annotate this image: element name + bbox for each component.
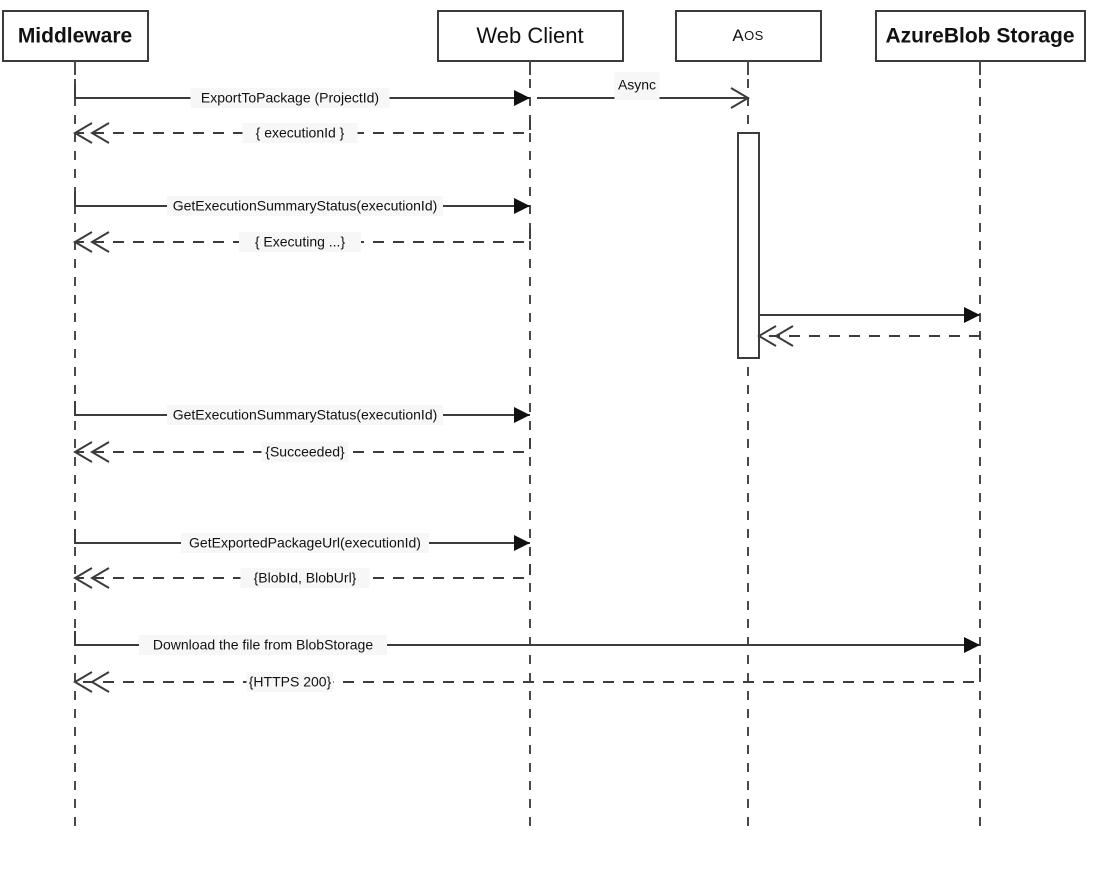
message-label: Download the file from BlobStorage — [153, 637, 373, 653]
message-label: { Executing ...} — [255, 234, 346, 250]
arrowhead-open — [73, 231, 93, 253]
arrowhead-filled — [514, 198, 530, 214]
message-label-background — [167, 405, 443, 425]
participant-label-blob: AzureBlob Storage — [885, 25, 1074, 48]
message-label-background — [261, 442, 349, 462]
arrowhead-open — [73, 441, 93, 463]
participant-boxes-layer: Middleware Web Client AOS AzureBlob Storage — [2, 10, 1086, 75]
arrowhead-open — [730, 87, 750, 109]
message-m5-return[interactable]: { Executing ...} — [73, 228, 531, 253]
participant-label-middleware: Middleware — [18, 25, 132, 48]
participant-label-webclient: Web Client — [476, 23, 583, 48]
message-label-background — [246, 672, 334, 692]
message-m1-call[interactable]: ExportToPackage (ProjectId) — [74, 84, 530, 108]
message-m13-return[interactable]: {HTTPS 200} — [73, 668, 981, 693]
message-line — [74, 631, 980, 646]
message-label-background — [614, 72, 660, 100]
message-label-background — [139, 635, 387, 655]
participant-box-webclient[interactable]: Web Client — [437, 10, 624, 75]
participant-box-blob[interactable]: AzureBlob Storage — [875, 10, 1086, 75]
participant-label-aos: AOS — [732, 26, 763, 45]
message-label-background — [181, 533, 429, 553]
arrowhead-filled — [964, 637, 980, 653]
arrowhead-open-second — [90, 122, 110, 144]
message-label: { executionId } — [256, 125, 345, 141]
message-m7-return[interactable] — [757, 325, 980, 347]
message-label-background — [239, 232, 361, 252]
arrowhead-open-second — [90, 441, 110, 463]
message-m3-return[interactable]: { executionId } — [73, 119, 531, 144]
activations-layer — [737, 132, 760, 359]
arrowhead-filled — [514, 90, 530, 106]
message-label: ExportToPackage (ProjectId) — [201, 90, 379, 106]
arrowhead-open — [73, 671, 93, 693]
message-label: {Succeeded} — [265, 444, 345, 460]
arrowhead-filled — [964, 307, 980, 323]
message-m9-return[interactable]: {Succeeded} — [73, 438, 531, 463]
message-m11-return[interactable]: {BlobId, BlobUrl} — [73, 564, 531, 589]
message-label-background — [190, 88, 390, 108]
message-m8-call[interactable]: GetExecutionSummaryStatus(executionId) — [74, 401, 530, 425]
message-line — [75, 668, 981, 683]
messages-layer: ExportToPackage (ProjectId) Async { execut… — [73, 72, 981, 693]
arrowhead-open — [73, 122, 93, 144]
arrowhead-open — [757, 325, 777, 347]
arrowhead-open — [73, 567, 93, 589]
participant-box-middleware[interactable]: Middleware — [2, 10, 149, 75]
message-m2-call[interactable]: Async — [537, 72, 750, 109]
message-label: {HTTPS 200} — [249, 674, 332, 690]
arrowhead-open-second — [90, 567, 110, 589]
arrowhead-filled — [514, 535, 530, 551]
arrowhead-open-second — [90, 671, 110, 693]
message-label: GetExportedPackageUrl(executionId) — [189, 535, 421, 551]
message-label-background — [167, 196, 443, 216]
message-m10-call[interactable]: GetExportedPackageUrl(executionId) — [74, 529, 530, 553]
message-m12-call[interactable]: Download the file from BlobStorage — [74, 631, 980, 655]
message-label-background — [240, 568, 370, 588]
message-label: GetExecutionSummaryStatus(executionId) — [173, 198, 438, 214]
message-m6-call[interactable] — [759, 307, 980, 323]
message-label: {BlobId, BlobUrl} — [254, 570, 357, 586]
message-label: Async — [618, 77, 656, 93]
participant-box-aos[interactable]: AOS — [675, 10, 822, 75]
message-m4-call[interactable]: GetExecutionSummaryStatus(executionId) — [74, 192, 530, 216]
activation-bar-aos — [737, 132, 760, 359]
message-label-background — [242, 123, 358, 143]
arrowhead-filled — [514, 407, 530, 423]
lifelines-layer — [74, 61, 981, 830]
message-label: GetExecutionSummaryStatus(executionId) — [173, 407, 438, 423]
arrowhead-open-second — [90, 231, 110, 253]
arrowhead-open-second — [774, 325, 794, 347]
